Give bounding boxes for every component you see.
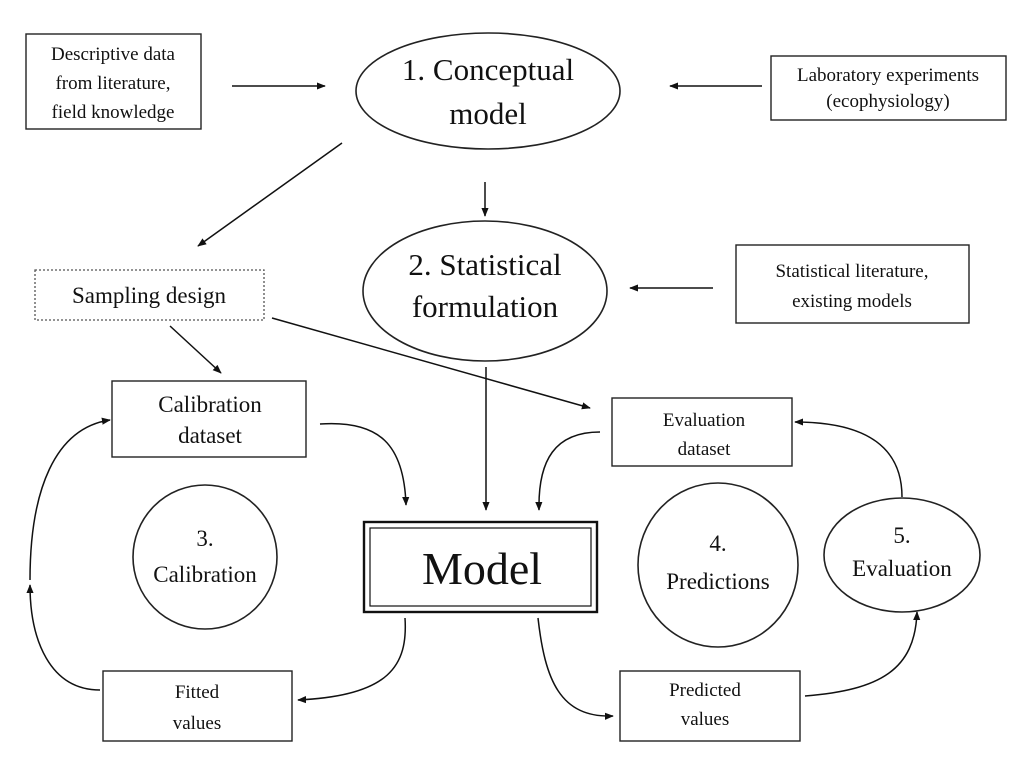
statistical-literature-box: Statistical literature, existing models (735, 244, 970, 324)
evaluation-dataset-line-1: Evaluation (663, 410, 746, 431)
model-box: Model (362, 520, 599, 614)
predicted-values-box: Predicted values (619, 670, 801, 742)
conceptual-model-line-1: 1. Conceptual (402, 52, 574, 87)
arrow-fitted-to-calibration (26, 584, 101, 691)
predicted-values-line-2: values (681, 709, 730, 730)
fitted-values-line-2: values (173, 713, 222, 734)
laboratory-experiments-box: Laboratory experiments (ecophysiology) (770, 55, 1007, 121)
evaluation-dataset-line-2: dataset (678, 439, 731, 460)
statistical-literature-line-1: Statistical literature, (775, 261, 928, 282)
statistical-formulation-line-1: 2. Statistical (408, 247, 561, 282)
laboratory-experiments-line-1: Laboratory experiments (797, 65, 979, 86)
predicted-values-line-1: Predicted (669, 680, 741, 701)
predictions-node: 4. Predictions (637, 482, 799, 648)
arrow-evaluation-dataset-to-model (535, 431, 601, 511)
predictions-line-2: Predictions (666, 569, 770, 594)
arrow-sampling-to-calibration (169, 325, 222, 374)
calibration-dataset-line-2: dataset (178, 423, 242, 448)
arrow-calibration-dataset-to-model (319, 422, 410, 506)
descriptive-data-box: Descriptive data from literature, field … (25, 33, 202, 130)
model-label: Model (422, 543, 542, 594)
evaluation-line-2: Evaluation (852, 556, 952, 581)
calibration-line-1: 3. (196, 526, 213, 551)
calibration-dataset-line-1: Calibration (158, 392, 262, 417)
statistical-formulation-node: 2. Statistical formulation (362, 220, 608, 362)
conceptual-model-line-2: model (449, 96, 527, 131)
arrow-model-to-fitted (297, 617, 407, 704)
sampling-design-label: Sampling design (72, 283, 226, 308)
statistical-formulation-line-2: formulation (412, 289, 559, 324)
arrow-predicted-to-evaluation (804, 611, 921, 697)
arrow-evaluation-to-evaluation-dataset (794, 418, 903, 498)
fitted-values-line-1: Fitted (175, 682, 220, 703)
evaluation-line-1: 5. (893, 523, 910, 548)
statistical-literature-line-2: existing models (792, 291, 912, 312)
arrow-model-to-predicted (537, 617, 614, 720)
calibration-dataset-box: Calibration dataset (111, 380, 307, 458)
predictions-line-1: 4. (709, 531, 726, 556)
laboratory-experiments-line-2: (ecophysiology) (826, 91, 949, 112)
fitted-values-box: Fitted values (102, 670, 293, 742)
arrow-sampling-to-evaluation (271, 317, 591, 410)
descriptive-data-line-1: Descriptive data (51, 44, 176, 65)
arrow-conceptual-to-sampling (197, 142, 343, 247)
sampling-design-box: Sampling design (34, 269, 265, 321)
evaluation-node: 5. Evaluation (823, 497, 981, 613)
descriptive-data-line-2: from literature, (55, 73, 170, 94)
arrow-calibration-to-calibration-dataset (29, 417, 111, 581)
evaluation-dataset-box: Evaluation dataset (611, 397, 793, 467)
calibration-node: 3. Calibration (132, 484, 278, 630)
arrows (26, 82, 921, 720)
calibration-line-2: Calibration (153, 562, 257, 587)
descriptive-data-line-3: field knowledge (52, 102, 175, 123)
conceptual-model-node: 1. Conceptual model (355, 32, 621, 150)
